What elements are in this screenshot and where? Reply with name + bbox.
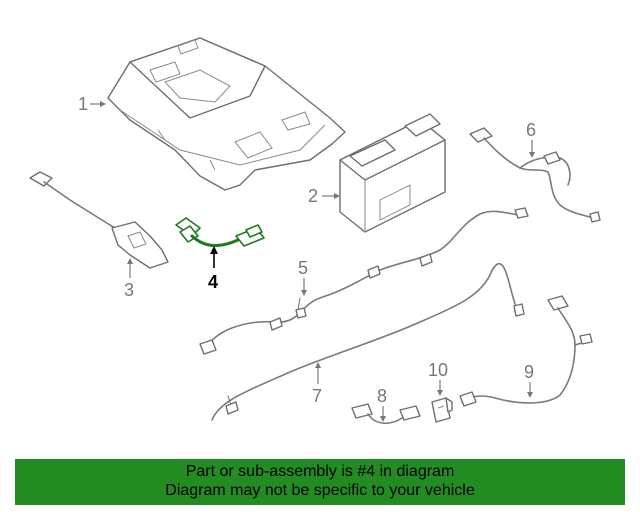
info-banner: Part or sub-assembly is #4 in diagram Di… xyxy=(15,459,625,505)
callout-label-4: 4 xyxy=(208,272,218,292)
part-3-sensor-lead[interactable] xyxy=(29,171,169,269)
part-10-bracket[interactable] xyxy=(431,397,453,423)
part-9-harness[interactable] xyxy=(459,295,593,407)
callout-label-6: 6 xyxy=(526,120,536,140)
callout-label-9: 9 xyxy=(524,362,534,382)
part-6-harness[interactable] xyxy=(469,127,601,223)
callout-5: 5 xyxy=(298,258,308,296)
part-1-control-module[interactable] xyxy=(107,37,346,191)
callout-4: 4 xyxy=(208,246,218,292)
part-8-pigtail[interactable] xyxy=(351,403,421,424)
callout-1: 1 xyxy=(78,94,106,114)
callout-8: 8 xyxy=(377,386,387,422)
callout-6: 6 xyxy=(526,120,536,158)
callout-label-3: 3 xyxy=(124,280,134,300)
callout-label-8: 8 xyxy=(377,386,387,406)
callout-3: 3 xyxy=(124,258,134,300)
callout-label-10: 10 xyxy=(428,360,448,380)
part-4-connector-harness[interactable] xyxy=(175,217,265,247)
callout-7: 7 xyxy=(312,362,322,406)
part-5-harness[interactable] xyxy=(199,207,529,355)
parts-diagram: 1 2 3 4 5 6 7 8 9 10 xyxy=(29,37,601,424)
part-2-module[interactable] xyxy=(339,113,446,233)
banner-line-disclaimer: Diagram may not be specific to your vehi… xyxy=(165,482,475,499)
callout-label-5: 5 xyxy=(298,258,308,278)
callout-10: 10 xyxy=(428,360,448,396)
banner-line-part-number: Part or sub-assembly is #4 in diagram xyxy=(185,463,455,480)
callout-label-2: 2 xyxy=(308,186,318,206)
part-7-cable[interactable] xyxy=(211,262,525,421)
callout-label-1: 1 xyxy=(78,94,88,114)
callout-label-7: 7 xyxy=(312,386,322,406)
callout-2: 2 xyxy=(308,186,340,206)
callout-9: 9 xyxy=(524,362,534,398)
